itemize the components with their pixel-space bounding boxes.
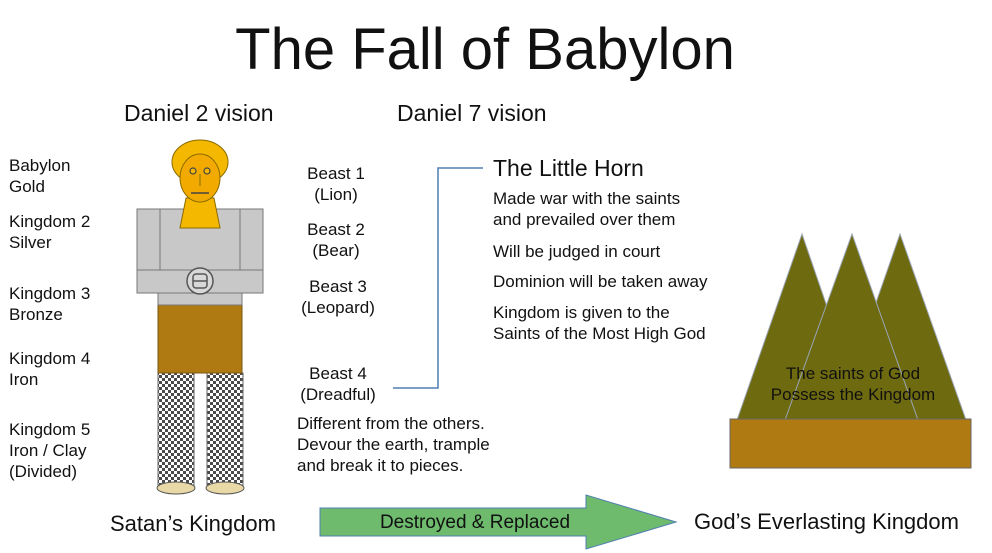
beast4-description: Different from the others. Devour the ea…: [297, 414, 490, 475]
little-horn-item-4: Kingdom is given to the Saints of the Mo…: [493, 303, 706, 343]
beast-label-2: Beast 2 (Bear): [307, 220, 365, 260]
mountain-caption: The saints of God Possess the Kingdom: [770, 364, 936, 404]
kingdom-label-4: Kingdom 4 Iron: [9, 349, 91, 389]
statue-eye-left: [189, 167, 197, 175]
little-horn-title: The Little Horn: [493, 155, 644, 181]
little-horn-item-3: Dominion will be taken away: [493, 272, 708, 291]
page-title: The Fall of Babylon: [235, 17, 735, 82]
statue-eye-right: [203, 167, 211, 175]
kingdom-label-2: Kingdom 2 Silver: [9, 212, 91, 252]
kingdom-label-5: Kingdom 5 Iron / Clay (Divided): [9, 420, 91, 481]
daniel2-heading: Daniel 2 vision: [124, 100, 274, 126]
little-horn-item-1: Made war with the saints and prevailed o…: [493, 189, 681, 229]
kingdom-label-3: Kingdom 3 Bronze: [9, 284, 91, 324]
gods-kingdom-label: God’s Everlasting Kingdom: [694, 509, 959, 534]
kingdom-label-babylon: Babylon Gold: [9, 156, 71, 196]
statue-foot-left: [156, 481, 196, 495]
mountain-base: [729, 418, 972, 469]
satans-kingdom-label: Satan’s Kingdom: [110, 511, 276, 536]
statue-belly-bronze: [157, 304, 243, 374]
beast-label-1: Beast 1 (Lion): [307, 164, 365, 204]
statue-leg-left: [157, 372, 195, 486]
arrow-label: Destroyed & Replaced: [379, 512, 571, 533]
beast-label-4: Beast 4 (Dreadful): [300, 364, 376, 404]
beast-label-3: Beast 3 (Leopard): [301, 277, 375, 317]
daniel7-heading: Daniel 7 vision: [397, 100, 547, 126]
statue-foot-right: [205, 481, 245, 495]
little-horn-item-2: Will be judged in court: [493, 242, 661, 261]
